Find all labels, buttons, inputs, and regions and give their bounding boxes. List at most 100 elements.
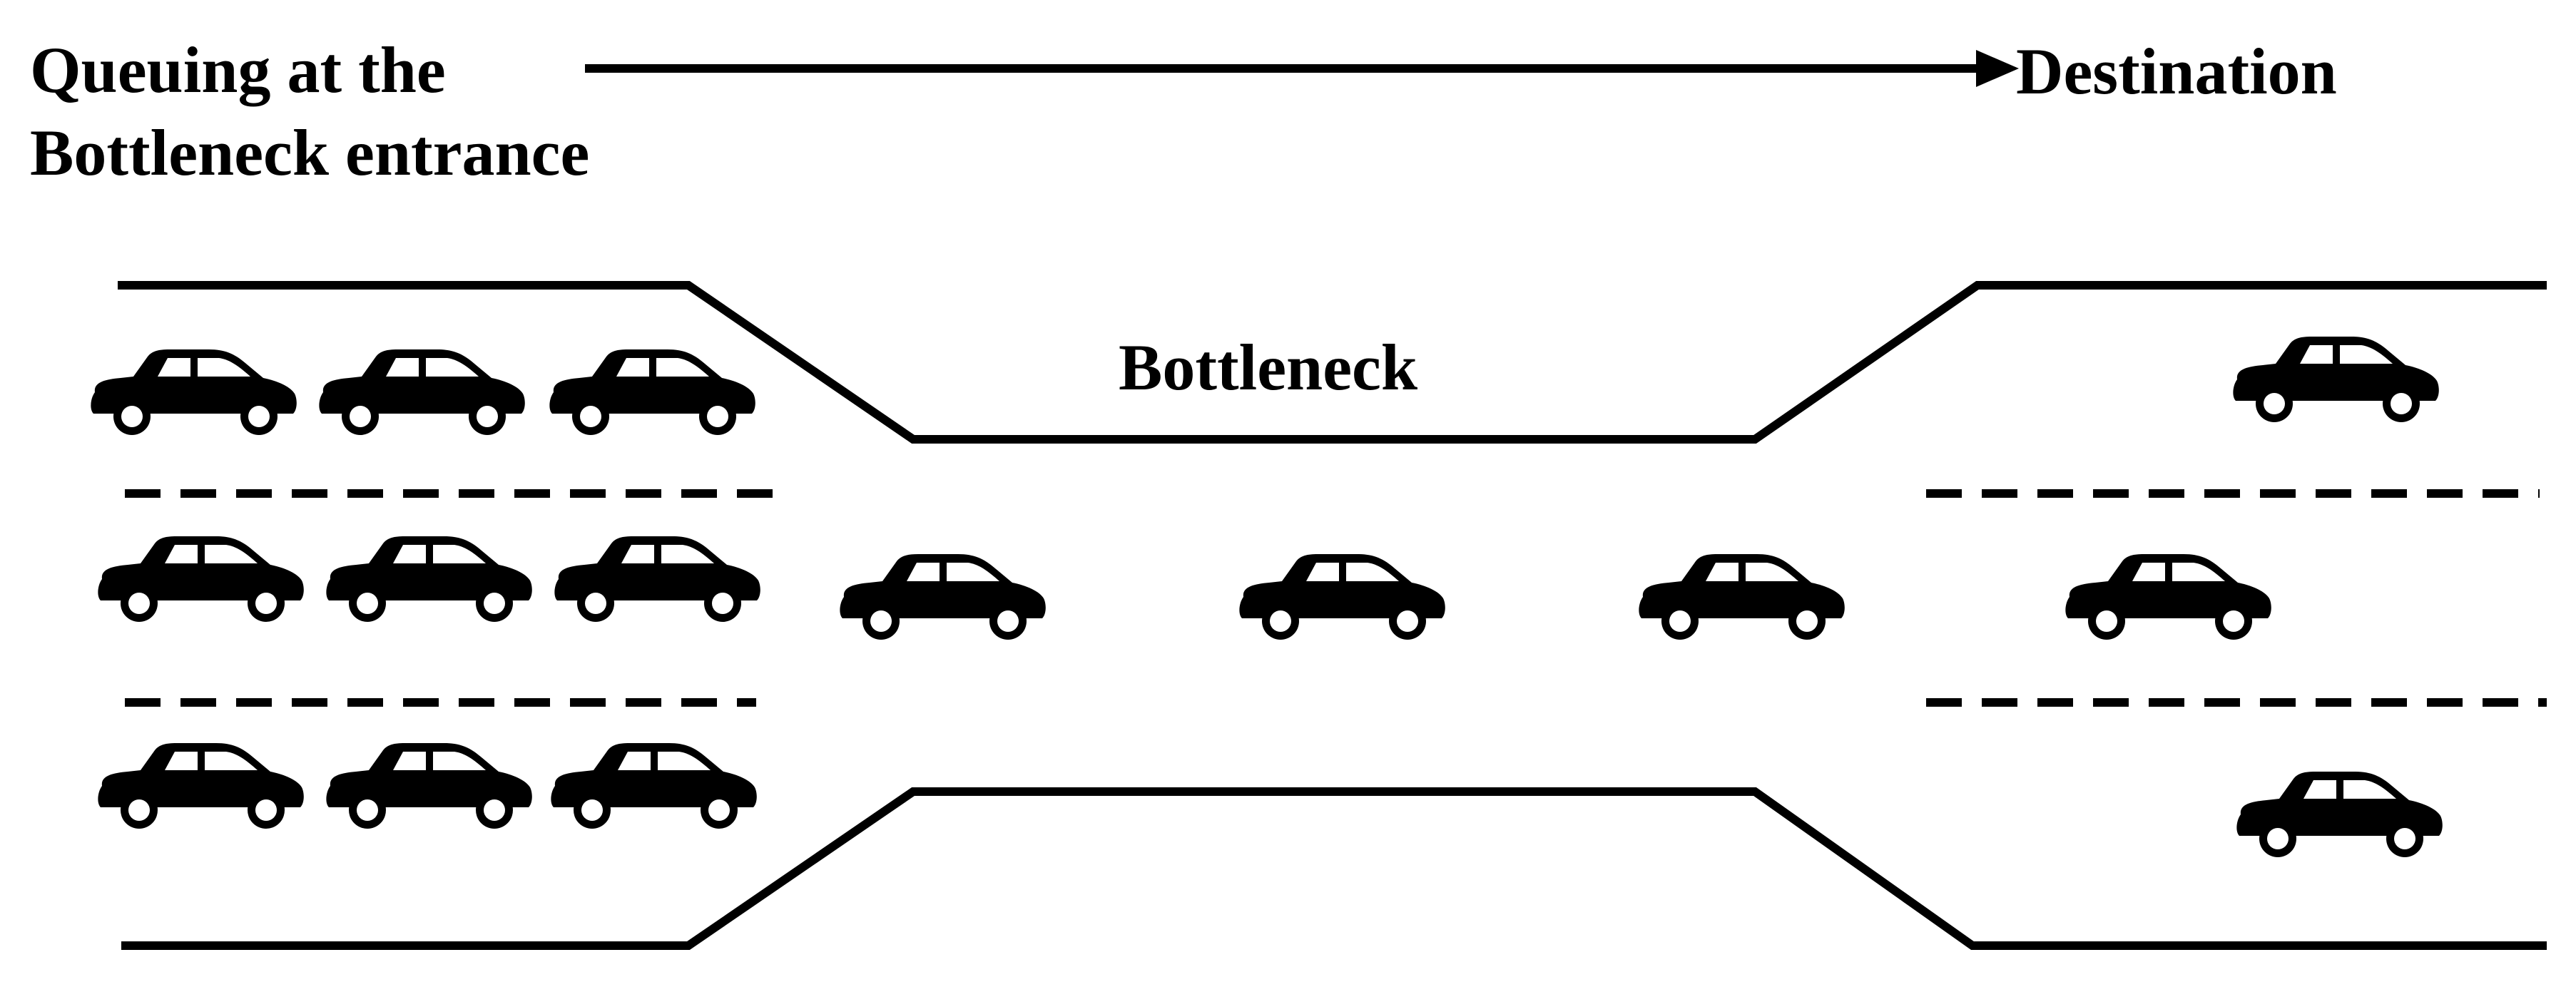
car-body xyxy=(2233,337,2439,401)
car-hubcap xyxy=(128,593,150,614)
car-window-front xyxy=(907,563,940,581)
car-body xyxy=(551,743,757,807)
car-window-rear xyxy=(2340,345,2393,364)
car-body xyxy=(1239,554,1445,618)
car-body xyxy=(549,349,755,414)
car-queue-lane1-2 xyxy=(319,349,525,435)
car-hubcap xyxy=(1270,610,1291,632)
car-hubcap xyxy=(585,593,606,614)
car-queue-lane3-2 xyxy=(326,743,532,829)
car-window-front xyxy=(386,358,419,377)
car-window-rear xyxy=(205,752,258,770)
car-window-front xyxy=(616,358,649,377)
car-window-front xyxy=(2300,345,2333,364)
car-body xyxy=(2236,772,2443,836)
car-hubcap xyxy=(484,593,505,614)
car-window-rear xyxy=(1346,563,1399,581)
car-hubcap xyxy=(581,799,603,821)
car-hubcap xyxy=(248,406,270,427)
car-window-front xyxy=(165,545,198,563)
car-hubcap xyxy=(477,406,498,427)
car-window-rear xyxy=(433,545,486,563)
car-queue-lane2-1 xyxy=(98,536,304,622)
car-body xyxy=(2065,554,2271,618)
car-hubcap xyxy=(357,799,378,821)
car-window-rear xyxy=(426,358,479,377)
car-body xyxy=(326,743,532,807)
car-hubcap xyxy=(870,610,892,632)
car-bottleneck-2 xyxy=(1239,554,1445,640)
car-window-front xyxy=(393,545,426,563)
car-hubcap xyxy=(128,799,150,821)
car-hubcap xyxy=(255,799,277,821)
car-body xyxy=(319,349,525,414)
car-window-rear xyxy=(433,752,486,770)
car-downstream-lane3 xyxy=(2236,772,2443,857)
car-downstream-lane2 xyxy=(2065,554,2271,640)
car-body xyxy=(1639,554,1845,618)
car-window-front xyxy=(1306,563,1339,581)
car-hubcap xyxy=(2267,828,2289,849)
car-window-rear xyxy=(947,563,999,581)
road-top-edge xyxy=(118,281,2547,444)
car-window-front xyxy=(2303,780,2336,799)
arrow-head xyxy=(1976,50,2019,87)
car-hubcap xyxy=(1397,610,1418,632)
road-bottom-edge xyxy=(121,787,2547,950)
car-hubcap xyxy=(484,799,505,821)
car-hubcap xyxy=(707,406,728,427)
car-window-front xyxy=(2132,563,2165,581)
bottleneck-label: Bottleneck xyxy=(1119,331,1418,404)
car-window-rear xyxy=(658,752,711,770)
car-window-front xyxy=(1706,563,1738,581)
origin-label-line2: Bottleneck entrance xyxy=(30,116,590,189)
destination-label: Destination xyxy=(2016,35,2337,108)
car-window-rear xyxy=(198,358,250,377)
car-hubcap xyxy=(255,593,277,614)
car-body xyxy=(91,349,297,414)
car-window-front xyxy=(158,358,190,377)
car-window-front xyxy=(393,752,426,770)
car-queue-lane2-2 xyxy=(326,536,532,622)
car-window-rear xyxy=(2343,780,2396,799)
car-body xyxy=(554,536,760,600)
car-hubcap xyxy=(357,593,378,614)
car-bottleneck-3 xyxy=(1639,554,1845,640)
car-window-front xyxy=(618,752,651,770)
car-window-front xyxy=(165,752,198,770)
road xyxy=(118,281,2547,950)
car-hubcap xyxy=(580,406,601,427)
car-hubcap xyxy=(2096,610,2117,632)
car-hubcap xyxy=(712,593,733,614)
car-queue-lane1-1 xyxy=(91,349,297,435)
car-downstream-lane1 xyxy=(2233,337,2439,422)
car-body xyxy=(326,536,532,600)
origin-label: Queuing at the Bottleneck entrance xyxy=(30,29,589,194)
car-hubcap xyxy=(708,799,730,821)
cars xyxy=(91,337,2443,857)
car-bottleneck-1 xyxy=(840,554,1046,640)
origin-label-line1: Queuing at the xyxy=(30,34,446,106)
car-window-rear xyxy=(656,358,709,377)
car-hubcap xyxy=(1669,610,1691,632)
car-hubcap xyxy=(2223,610,2244,632)
car-body xyxy=(840,554,1046,618)
car-window-front xyxy=(621,545,654,563)
car-window-rear xyxy=(1746,563,1798,581)
car-queue-lane3-3 xyxy=(551,743,757,829)
car-queue-lane2-3 xyxy=(554,536,760,622)
car-hubcap xyxy=(997,610,1019,632)
direction-arrow xyxy=(585,50,2019,87)
car-queue-lane1-3 xyxy=(549,349,755,435)
car-body xyxy=(98,536,304,600)
car-body xyxy=(98,743,304,807)
car-hubcap xyxy=(1796,610,1818,632)
car-window-rear xyxy=(205,545,258,563)
car-queue-lane3-1 xyxy=(98,743,304,829)
car-hubcap xyxy=(350,406,371,427)
car-window-rear xyxy=(661,545,714,563)
car-hubcap xyxy=(2391,393,2412,414)
car-hubcap xyxy=(2394,828,2415,849)
